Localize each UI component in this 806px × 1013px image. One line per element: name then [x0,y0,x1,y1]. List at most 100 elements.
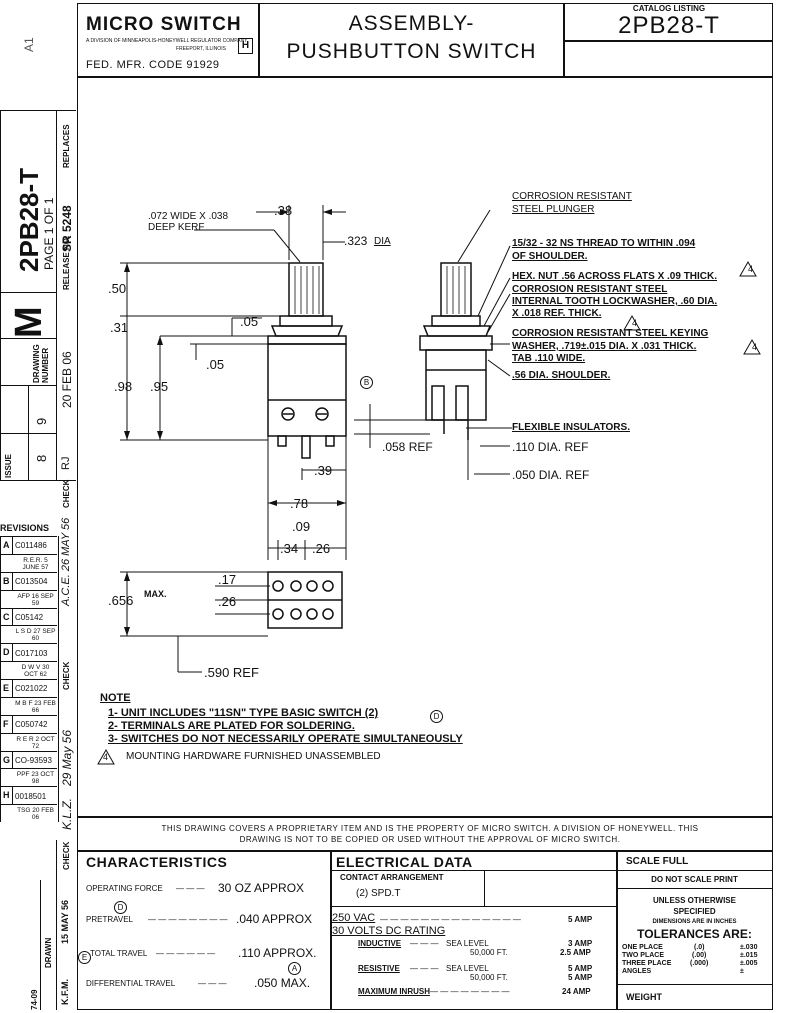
revision-text: C017103 [15,648,48,658]
res-sea-level: SEA LEVEL [446,964,489,973]
revision-letter: G [1,751,13,770]
res-sl-amp: 5 AMP [568,964,593,973]
dim-34: .34 [280,541,299,556]
arrowheads [124,209,346,636]
dim-590: .590 REF [204,665,259,680]
tolerances-title: TOLERANCES ARE: [637,927,752,941]
tt-marker: E [78,951,91,964]
kerf-callout-1: .072 WIDE X .038 [148,211,229,222]
tol-three: THREE PLACE [622,960,672,967]
revision-text: PPF 23 OCT 98 [16,771,55,786]
revisions-label: REVISIONS [0,523,50,533]
revision-letter: E [1,680,13,698]
thread-callout-1: 15/32 - 32 NS THREAD TO WITHIN .094 [512,238,696,249]
res-ft: 50,000 FT. [470,973,508,982]
of-marker: D [114,901,127,914]
revision-letter: B [1,572,13,591]
revision-text: C050742 [15,720,48,730]
dim-05a: .05 [240,314,259,329]
revision-text: D W V 30 OCT 62 [21,664,50,679]
dim-38: .38 [274,203,293,218]
notes-title: NOTE [100,692,131,704]
dim-323: .323 [344,234,368,248]
ind-ft-amp: 2.5 AMP [560,948,591,957]
revision-text: L S D 27 SEP 60 [15,628,56,643]
tt-a-marker: A [288,962,301,975]
dt-label: DIFFERENTIAL TRAVEL [86,979,176,988]
bottom-view [267,571,343,629]
revision-text: C011486 [15,541,47,551]
lockwasher-callout-3: X .018 REF. THICK. [512,308,602,319]
ind-sl-amp: 3 AMP [568,939,593,948]
revision-row: D W V 30 OCT 62 [1,661,57,680]
revision-row: TSG 20 FEB 06 [1,804,57,823]
tol-two-val: ±.015 [740,952,758,959]
revision-text: TSG 20 FEB 06 [17,807,54,822]
tol-three-val: ±.005 [740,960,758,967]
company-sub1: A DIVISION OF MINNEAPOLIS-HONEYWELL REGU… [86,38,248,44]
ind-ft: 50,000 FT. [470,948,508,957]
revision-text: C013504 [15,577,48,587]
proprietary-notice: THIS DRAWING COVERS A PROPRIETARY ITEM A… [161,824,699,844]
dim-98: .98 [114,379,133,394]
dt-value: .050 MAX. [254,976,311,990]
keywasher-callout-1: CORROSION RESISTANT STEEL KEYING [512,328,709,339]
weight-label: WEIGHT [626,992,662,1002]
contact-value: (2) SPD.T [356,888,401,899]
lockwasher-callout-2: INTERNAL TOOTH LOCKWASHER, .60 DIA. [512,296,718,307]
dim-09: .09 [292,519,311,534]
revision-text: AFP 16 SEP 59 [17,592,54,607]
note-1-marker: D [430,710,443,723]
drawing-border [77,3,773,1010]
of-value: 30 OZ APPROX [218,881,305,895]
note-4-marker: 4 [103,752,109,762]
revision-text: CO-93593 [15,755,52,765]
keywasher-triangle: 4 [752,342,758,352]
electrical-title: ELECTRICAL DATA [336,854,473,870]
revision-row: AFP 16 SEP 59 [1,589,57,609]
revision-text: C05142 [15,612,44,622]
dim-78: .78 [290,496,309,511]
kerf-callout-2: DEEP KERF [148,222,205,233]
dim-max: MAX. [144,589,167,599]
revision-text: C021022 [15,684,48,694]
tt-value: .110 APPROX. [238,946,317,960]
inductive-label: INDUCTIVE [358,939,402,948]
title-line2: PUSHBUTTON SWITCH [286,40,537,63]
revision-text: R.E.R. 5 JUNE 57 [22,556,49,571]
tt-label: TOTAL TRAVEL [90,949,148,958]
tol-two: TWO PLACE [622,952,664,959]
honeywell-logo: H [238,38,253,54]
contact-label: CONTACT ARRANGEMENT [340,873,444,882]
keywasher-callout-2: WASHER, .719±.015 DIA. X .031 THICK. [512,341,697,352]
plunger-callout-1: CORROSION RESISTANT [512,191,632,202]
tol-one: ONE PLACE [622,944,663,951]
revision-text: R E R 2 OCT 72 [16,735,55,750]
catalog-number: 2PB28-T [618,12,720,39]
revision-row: R E R 2 OCT 72 [1,732,57,752]
note-2: 2- TERMINALS ARE PLATED FOR SOLDERING. [108,720,355,732]
revision-letter: D [1,644,13,663]
plunger-callout-2: STEEL PLUNGER [512,204,595,215]
revision-letter: F [1,715,13,734]
inrush-amp: 24 AMP [562,987,591,996]
dim-05b: .05 [206,357,225,372]
fed-code: FED. MFR. CODE 91929 [86,59,220,71]
keywasher-callout-3: TAB .110 WIDE. [512,353,586,364]
vdc-rating: 30 VOLTS DC RATING [332,925,446,937]
note-4: MOUNTING HARDWARE FURNISHED UNASSEMBLED [126,751,381,762]
dim-050: .050 DIA. REF [512,468,590,482]
revision-letter: H [1,787,13,806]
tol-angles: ANGLES [622,968,652,975]
revision-text: M B F 23 FEB 66 [15,699,56,714]
of-label: OPERATING FORCE [86,884,163,893]
inrush-label: MAXIMUM INRUSH [358,987,430,996]
catalog-label: CATALOG LISTING [632,4,706,13]
dim-31: .31 [110,320,129,335]
